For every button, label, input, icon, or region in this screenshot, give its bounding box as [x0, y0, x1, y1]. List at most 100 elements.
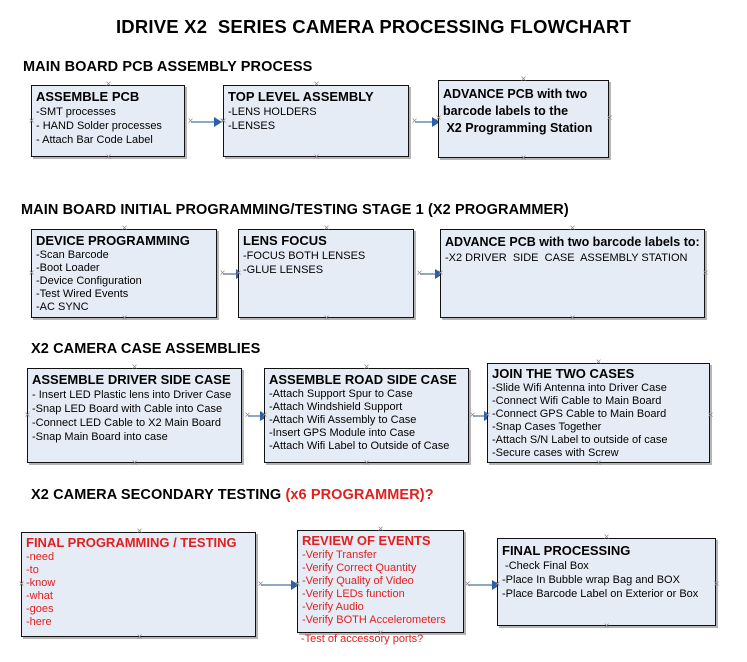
- box-handle[interactable]: [701, 269, 710, 278]
- box-handle[interactable]: [362, 459, 371, 468]
- flow-box-lens-focus[interactable]: LENS FOCUS -FOCUS BOTH LENSES -GLUE LENS…: [238, 229, 414, 318]
- box-handle[interactable]: [519, 75, 528, 84]
- box-handle[interactable]: [594, 459, 603, 468]
- flow-box-line: -Connect Wifi Cable to Main Board: [492, 395, 662, 407]
- box-handle[interactable]: [234, 269, 243, 278]
- box-handle[interactable]: [519, 154, 528, 163]
- flow-box-line: X2 Programming Station: [443, 121, 593, 135]
- connector-line: [420, 273, 440, 275]
- connector-handle[interactable]: [468, 411, 477, 420]
- flow-box-assemble-road-side-case[interactable]: ASSEMBLE ROAD SIDE CASE -Attach Support …: [264, 368, 469, 463]
- flow-box-line: -here: [26, 616, 52, 628]
- box-handle[interactable]: [493, 580, 502, 589]
- flow-box-line: -Verify BOTH Accelerometers: [302, 614, 446, 626]
- flow-box-line: - Insert LED Plastic lens into Driver Ca…: [32, 389, 232, 401]
- flow-box-line: -Verify Correct Quantity: [302, 562, 417, 574]
- flow-box-overflow-line: -Test of accessory ports?: [301, 633, 424, 645]
- box-handle[interactable]: [104, 153, 113, 162]
- section-heading-red-note: (x6 PROGRAMMER)?: [285, 487, 434, 503]
- section-heading-main-board-initial-programming: MAIN BOARD INITIAL PROGRAMMING/TESTING S…: [21, 202, 569, 218]
- flow-box-line: -Verify Transfer: [302, 549, 377, 561]
- flow-box-line: -Attach Wifi Label to Outside of Case: [269, 440, 450, 452]
- flow-box-final-programming-testing[interactable]: FINAL PROGRAMMING / TESTING -need -to -k…: [21, 532, 256, 637]
- flow-box-line: -FOCUS BOTH LENSES: [243, 250, 366, 262]
- box-handle[interactable]: [483, 411, 492, 420]
- box-handle[interactable]: [312, 80, 321, 89]
- connector-handle[interactable]: [463, 580, 472, 589]
- flow-box-line: -Connect LED Cable to X2 Main Board: [32, 417, 221, 429]
- box-handle[interactable]: [23, 411, 32, 420]
- box-handle[interactable]: [260, 411, 269, 420]
- box-handle[interactable]: [104, 80, 113, 89]
- box-handle[interactable]: [362, 363, 371, 372]
- flow-box-line: -LENSES: [228, 120, 276, 132]
- connector-handle[interactable]: [415, 269, 424, 278]
- box-handle[interactable]: [17, 580, 26, 589]
- flow-box-line: -Verify Quality of Video: [302, 575, 414, 587]
- box-handle[interactable]: [135, 633, 144, 642]
- flow-box-device-programming[interactable]: DEVICE PROGRAMMING -Scan Barcode -Boot L…: [31, 229, 217, 318]
- flow-box-top-level-assembly[interactable]: TOP LEVEL ASSEMBLY -LENS HOLDERS -LENSES: [223, 85, 409, 157]
- flow-box-title: DEVICE PROGRAMMING: [36, 233, 190, 248]
- connector-line: [468, 584, 497, 586]
- connector-handle[interactable]: [186, 117, 195, 126]
- box-handle[interactable]: [120, 224, 129, 233]
- box-handle[interactable]: [219, 117, 228, 126]
- box-handle[interactable]: [120, 314, 129, 323]
- flow-box-line: -Test Wired Events: [36, 288, 129, 300]
- flow-box-line: - Attach Bar Code Label: [36, 134, 153, 146]
- flow-box-line: -Snap Main Board into case: [32, 431, 168, 443]
- flow-box-advance-pcb-driver-side-case[interactable]: ADVANCE PCB with two barcode labels to: …: [440, 229, 705, 318]
- box-handle[interactable]: [322, 224, 331, 233]
- box-handle[interactable]: [27, 117, 36, 126]
- box-handle[interactable]: [312, 153, 321, 162]
- flow-box-title: JOIN THE TWO CASES: [492, 366, 635, 381]
- flow-box-line: -Scan Barcode: [36, 249, 109, 261]
- flow-box-review-of-events[interactable]: REVIEW OF EVENTS -Verify Transfer -Verif…: [297, 530, 464, 633]
- flow-box-title: LENS FOCUS: [243, 233, 327, 248]
- flow-box-join-the-two-cases[interactable]: JOIN THE TWO CASES -Slide Wifi Antenna i…: [487, 363, 710, 463]
- box-handle[interactable]: [568, 224, 577, 233]
- flow-box-line: -Attach Windshield Support: [269, 401, 403, 413]
- box-handle[interactable]: [322, 314, 331, 323]
- flow-box-title: ADVANCE PCB with two barcode labels to:: [445, 235, 700, 249]
- connector-handle[interactable]: [256, 580, 265, 589]
- box-handle[interactable]: [602, 533, 611, 542]
- connector-handle[interactable]: [218, 269, 227, 278]
- box-handle[interactable]: [293, 580, 302, 589]
- flow-box-line: -Place In Bubble wrap Bag and BOX: [502, 574, 680, 586]
- box-handle[interactable]: [594, 358, 603, 367]
- box-handle[interactable]: [376, 525, 385, 534]
- connector-handle[interactable]: [410, 117, 419, 126]
- box-handle[interactable]: [130, 363, 139, 372]
- box-handle[interactable]: [436, 269, 445, 278]
- flow-box-assemble-pcb[interactable]: ASSEMBLE PCB -SMT processes - HAND Solde…: [31, 85, 185, 157]
- flow-box-line: -Verify LEDs function: [302, 588, 405, 600]
- box-handle[interactable]: [602, 622, 611, 631]
- connector-handle[interactable]: [243, 411, 252, 420]
- flow-box-line: - HAND Solder processes: [36, 120, 162, 132]
- connector-line: [191, 121, 216, 123]
- section-heading-text: X2 CAMERA SECONDARY TESTING: [31, 487, 286, 503]
- box-handle[interactable]: [27, 269, 36, 278]
- box-handle[interactable]: [568, 314, 577, 323]
- flow-box-title: ASSEMBLE DRIVER SIDE CASE: [32, 372, 231, 387]
- connector-line: [223, 273, 241, 275]
- flow-box-line: -AC SYNC: [36, 301, 89, 313]
- page-title: IDRIVE X2 SERIES CAMERA PROCESSING FLOWC…: [115, 16, 632, 37]
- box-handle[interactable]: [605, 114, 614, 123]
- flow-box-line: -to: [26, 564, 39, 576]
- flow-box-advance-pcb-programming-station[interactable]: ADVANCE PCB with two barcode labels to t…: [438, 80, 609, 158]
- flow-box-title: FINAL PROCESSING: [502, 543, 631, 558]
- flow-box-final-processing[interactable]: FINAL PROCESSING -Check Final Box -Place…: [497, 538, 716, 626]
- section-heading-main-board-pcb-assembly: MAIN BOARD PCB ASSEMBLY PROCESS: [23, 59, 313, 75]
- box-handle[interactable]: [712, 580, 721, 589]
- box-handle[interactable]: [706, 411, 715, 420]
- box-handle[interactable]: [376, 629, 385, 638]
- flow-box-assemble-driver-side-case[interactable]: ASSEMBLE DRIVER SIDE CASE - Insert LED P…: [27, 368, 242, 463]
- flow-box-line: -Attach Support Spur to Case: [269, 388, 413, 400]
- box-handle[interactable]: [434, 114, 443, 123]
- box-handle[interactable]: [130, 459, 139, 468]
- box-handle[interactable]: [135, 527, 144, 536]
- connector-line: [415, 121, 437, 123]
